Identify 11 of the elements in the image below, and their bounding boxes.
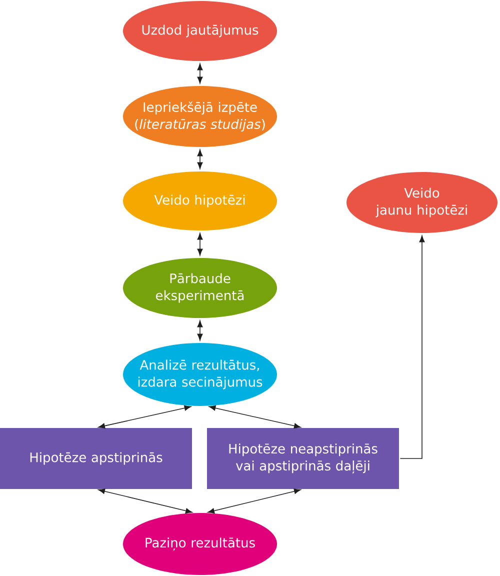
double-arrow <box>197 232 203 256</box>
double-arrow <box>197 320 203 341</box>
double-arrow <box>98 405 192 429</box>
double-arrow <box>197 149 203 170</box>
outcome-box: Hipotēze apstiprinās <box>0 428 192 489</box>
double-arrow <box>208 488 301 514</box>
double-arrow <box>98 488 192 514</box>
arrow <box>400 235 425 459</box>
double-arrow <box>208 405 301 429</box>
double-arrow <box>197 63 203 84</box>
outcome-box: Hipotēze neapstiprinās vai apstiprinās daļēji <box>207 428 399 489</box>
